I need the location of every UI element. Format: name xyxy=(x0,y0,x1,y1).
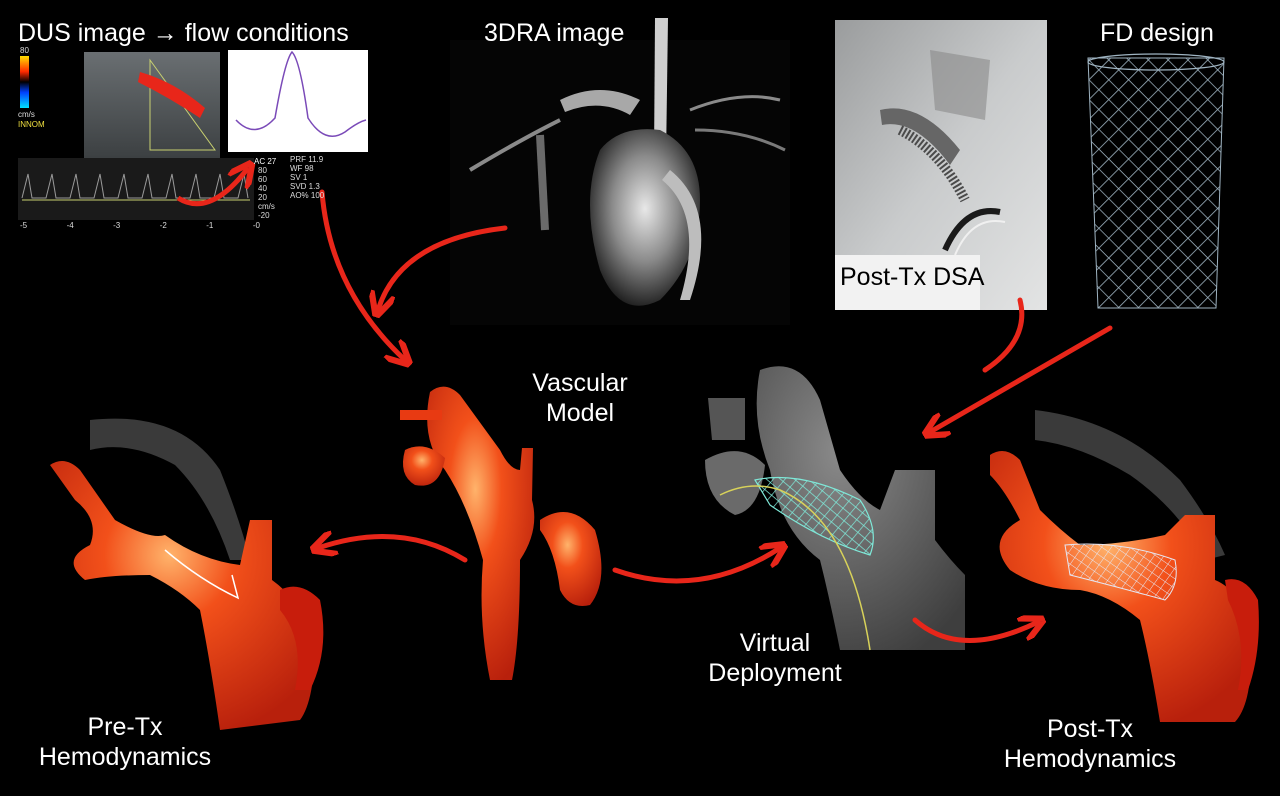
post-tx-dsa-label: Post-Tx DSA xyxy=(840,263,985,291)
3dra-label: 3DRA image xyxy=(484,19,625,47)
scale-unit: cm/s xyxy=(18,110,35,119)
arrow-dsa-to-deployment xyxy=(982,297,1025,373)
virtual-deployment-label: Virtual Deployment xyxy=(680,628,870,688)
vascular-model-label: Vascular Model xyxy=(510,368,650,428)
pretx-hemodynamics-label: Pre-Tx Hemodynamics xyxy=(20,712,230,772)
velocity-tick: 20 xyxy=(258,193,267,202)
posttx-hemodynamics-model xyxy=(990,410,1259,722)
pretx-hemodynamics-model xyxy=(50,418,324,730)
time-tick: -3 xyxy=(113,221,121,230)
label-line: Hemodynamics xyxy=(1003,745,1177,773)
label-line: Hemodynamics xyxy=(38,743,212,771)
posttx-hemodynamics-label: Post-Tx Hemodynamics xyxy=(985,714,1195,774)
velocity-tick: -20 xyxy=(258,211,270,220)
label-line: Deployment xyxy=(708,659,842,687)
time-tick: -5 xyxy=(20,221,28,230)
scale-top-value: 80 xyxy=(20,46,29,55)
label-line: Vascular xyxy=(532,369,628,397)
waveform-plot xyxy=(228,50,368,152)
spectral-doppler-strip xyxy=(18,158,254,220)
arrow-deployment-to-posttx xyxy=(912,620,1038,643)
fd-design-label: FD design xyxy=(1100,19,1214,47)
label-line: Pre-Tx xyxy=(87,713,163,741)
dus-label: DUS image → flow conditions xyxy=(18,19,349,47)
time-tick: -1 xyxy=(206,221,214,230)
vessel-label: INNOM xyxy=(18,120,45,129)
arrow-fd-to-deployment xyxy=(930,325,1113,432)
time-ticks: -5 -4 -3 -2 -1 -0 xyxy=(20,221,260,230)
param-row: SV 1 xyxy=(290,173,308,182)
dsa-image xyxy=(835,20,1047,310)
ac-readout: AC 27 xyxy=(254,157,277,166)
param-row: WF 98 xyxy=(290,164,314,173)
param-row: SVD 1.3 xyxy=(290,182,320,191)
label-line: Model xyxy=(545,399,615,427)
3dra-image xyxy=(450,18,790,325)
param-row: AO% 100 xyxy=(290,191,325,200)
flow-arrows xyxy=(318,189,1113,643)
color-velocity-scale xyxy=(20,56,29,108)
velocity-tick: cm/s xyxy=(258,202,275,211)
arrow-model-to-deployment xyxy=(612,548,780,584)
arrow-dus-to-model xyxy=(319,189,405,360)
arrow-model-to-pretx xyxy=(318,536,468,563)
time-tick: -0 xyxy=(252,221,260,230)
vascular-model xyxy=(400,386,602,680)
param-row: PRF 11.9 xyxy=(290,155,324,164)
flow-diverter-design xyxy=(1087,53,1225,309)
velocity-tick: 80 xyxy=(258,166,267,175)
time-tick: -2 xyxy=(159,221,167,230)
time-tick: -4 xyxy=(66,221,74,230)
label-line: Virtual xyxy=(739,629,811,657)
doppler-parameters: PRF 11.9 WF 98 SV 1 SVD 1.3 AO% 100 xyxy=(290,155,324,200)
velocity-tick: 60 xyxy=(258,175,267,184)
velocity-ticks: 80 60 40 20 cm/s -20 xyxy=(258,166,275,220)
ultrasound-image xyxy=(84,52,220,158)
label-line: Post-Tx xyxy=(1046,715,1134,743)
virtual-deployment-model xyxy=(705,366,965,651)
arrow-3dra-to-model xyxy=(378,225,508,310)
velocity-tick: 40 xyxy=(258,184,267,193)
